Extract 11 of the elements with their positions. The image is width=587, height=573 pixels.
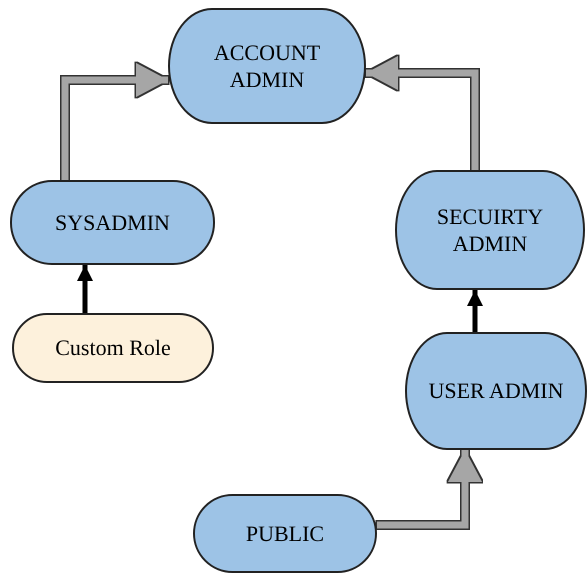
role-label: USER ADMIN [427,377,565,405]
role-label: PUBLIC [244,520,326,548]
arrow [62,63,168,180]
role-label: SYSADMIN [54,208,171,236]
arrow [366,56,478,170]
role-label: Custom Role [54,334,172,362]
role-label: SECUIRTY ADMIN [436,202,544,258]
role-label: ACCOUNT ADMIN [212,38,322,94]
arrow [467,290,483,332]
arrow [77,265,93,313]
role-box [405,332,587,450]
